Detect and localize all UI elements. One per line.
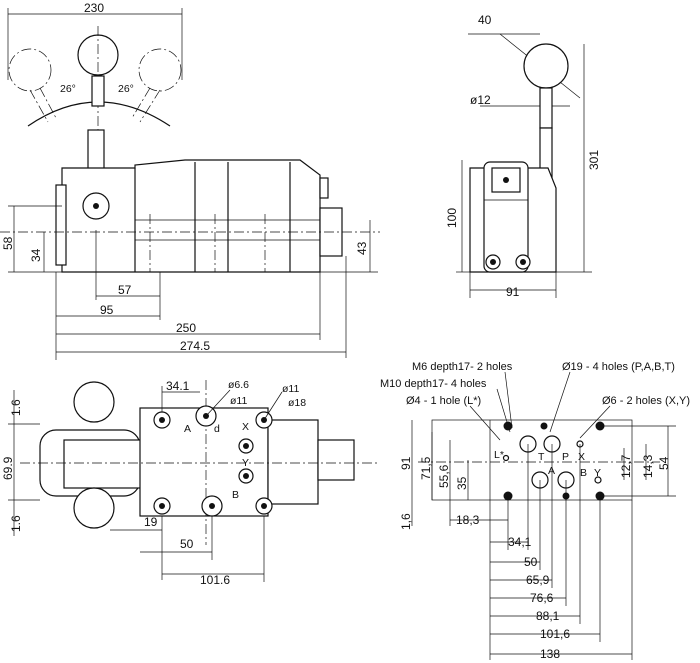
note-d4: Ø4 - 1 hole (L*)	[406, 395, 481, 407]
mdim-91: 91	[399, 456, 413, 470]
dim-plan-341: 34.1	[166, 379, 190, 393]
dim-plan-699: 69.9	[1, 456, 15, 480]
mount-port-a: A	[548, 465, 555, 477]
dim-plan-11a: ø11	[230, 395, 247, 407]
dim-rod-dia: ø12	[470, 93, 491, 107]
side-view: 40 ø12 301 100 91	[445, 13, 601, 299]
mdim-h138: 138	[540, 647, 560, 661]
front-view: 230 26° 26°	[0, 1, 380, 360]
dim-plan-50: 50	[180, 537, 194, 551]
mdim-127: 12,7	[619, 454, 633, 478]
mount-port-b: B	[580, 467, 587, 479]
knob-right-ghost	[138, 48, 182, 92]
mdim-54: 54	[657, 456, 671, 470]
mount-port-x: X	[578, 451, 585, 463]
dim-100: 100	[445, 208, 459, 228]
mounting-pattern: M6 depth17- 2 holes M10 depth17- 4 holes…	[380, 361, 690, 661]
side-knob	[523, 43, 569, 89]
note-m10: M10 depth17- 4 holes	[380, 378, 487, 390]
mount-port-t: T	[538, 451, 545, 463]
dim-plan-11b: ø11	[282, 383, 299, 395]
mdim-h341: 34,1	[508, 535, 532, 549]
dim-plan-16-bot: 1.6	[9, 515, 23, 532]
plan-port-b: B	[232, 489, 239, 501]
plan-port-d: d	[214, 423, 220, 435]
mdim-h766: 76,6	[530, 591, 554, 605]
valve-body	[61, 159, 321, 273]
mdim-35: 35	[455, 476, 469, 490]
plan-port-x: X	[242, 421, 249, 433]
dim-plan-18: ø18	[288, 397, 306, 409]
mdim-h881: 88,1	[536, 609, 560, 623]
side-rod	[539, 87, 553, 129]
mdim-h659: 65,9	[526, 573, 550, 587]
dim-43: 43	[355, 241, 369, 255]
mount-port-y: Y	[594, 467, 601, 479]
note-d19: Ø19 - 4 holes (P,A,B,T)	[562, 361, 675, 373]
dim-91: 91	[506, 285, 520, 299]
mdim-715: 71,5	[419, 456, 433, 480]
plan-port-a: A	[184, 423, 191, 435]
mdim-h183: 18,3	[456, 513, 480, 527]
lever-rod	[91, 75, 105, 107]
plan-view: A B d X Y 1.6 69.9 1.6 34.1 ø6.6 ø11 ø11…	[1, 379, 380, 587]
dim-95: 95	[100, 303, 114, 317]
dim-58: 58	[1, 236, 15, 250]
mdim-h1016: 101,6	[540, 627, 570, 641]
knob-left-ghost	[8, 48, 52, 92]
dim-274: 274.5	[180, 339, 210, 353]
mdim-143: 14,3	[641, 454, 655, 478]
dim-plan-19: 19	[144, 515, 158, 529]
dim-57: 57	[118, 283, 132, 297]
plan-port-y: Y	[242, 457, 249, 469]
angle-right: 26°	[118, 83, 134, 95]
note-m6: M6 depth17- 2 holes	[412, 361, 513, 373]
dim-34: 34	[29, 248, 43, 262]
note-d6: Ø6 - 2 holes (X,Y)	[602, 395, 690, 407]
dim-250: 250	[176, 321, 196, 335]
angle-left: 26°	[60, 83, 76, 95]
mdim-h50: 50	[524, 555, 538, 569]
mdim-16: 1,6	[399, 513, 413, 530]
mount-port-l: L*	[494, 449, 504, 461]
mdim-556: 55,6	[437, 464, 451, 488]
dim-40: 40	[478, 13, 492, 27]
mount-port-p: P	[562, 451, 569, 463]
dim-plan-1016: 101.6	[200, 573, 230, 587]
dim-230: 230	[84, 1, 104, 15]
dim-plan-66: ø6.6	[228, 379, 249, 391]
dim-plan-16-top: 1.6	[9, 399, 23, 416]
dim-301: 301	[587, 150, 601, 170]
